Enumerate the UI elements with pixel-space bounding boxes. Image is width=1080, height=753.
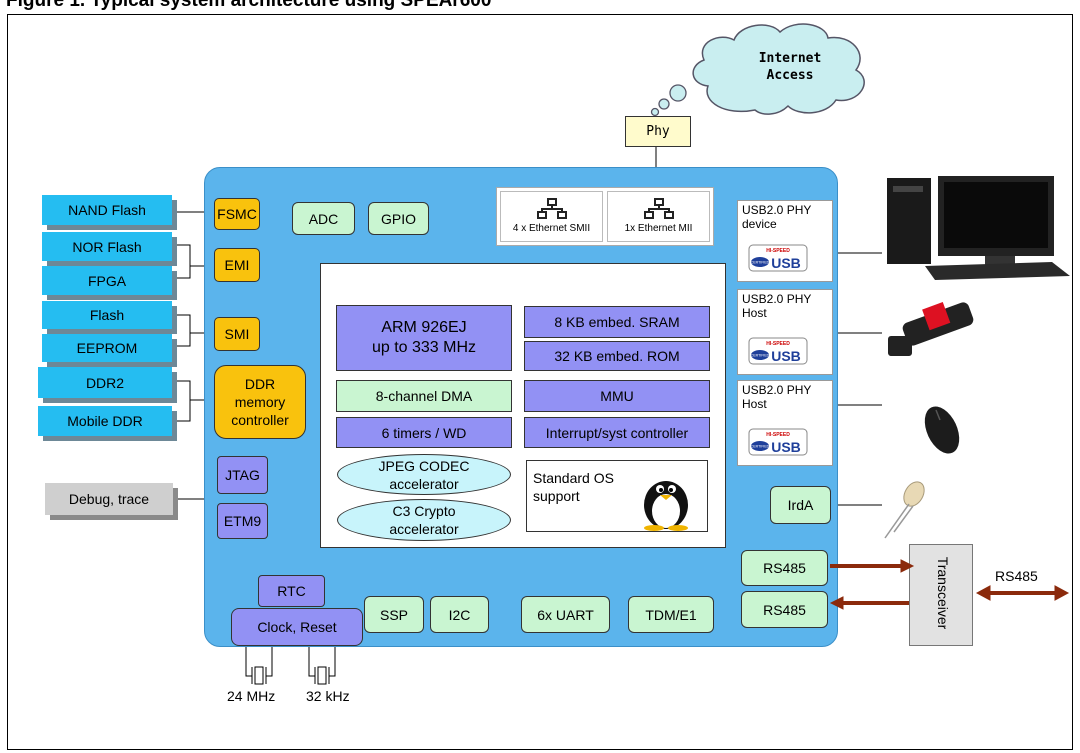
etm9-block: ETM9 xyxy=(217,503,268,539)
internet-cloud: Internet Access xyxy=(650,23,865,117)
svg-text:HI-SPEED: HI-SPEED xyxy=(766,432,790,438)
tdm-e1-block: TDM/E1 xyxy=(628,596,714,633)
jtag-block: JTAG xyxy=(217,456,268,494)
ir-led-icon xyxy=(884,481,925,539)
i2c-block: I2C xyxy=(430,596,489,633)
eeprom-box: EEPROM xyxy=(42,334,172,362)
fsmc-block: FSMC xyxy=(214,198,260,230)
transceiver-box xyxy=(909,544,973,646)
desktop-pc-icon xyxy=(887,176,1070,280)
nor-flash-box: NOR Flash xyxy=(42,232,172,261)
ethernet-mii: 1x Ethernet MII xyxy=(607,191,710,242)
svg-text:USB: USB xyxy=(771,439,801,455)
rs485-external-label: RS485 xyxy=(995,568,1038,584)
crystal-32khz-label: 32 kHz xyxy=(306,688,350,704)
smi-block: SMI xyxy=(214,317,260,351)
network-icon xyxy=(643,198,674,219)
timers-block: 6 timers / WD xyxy=(336,417,512,448)
crystal-24mhz-label: 24 MHz xyxy=(227,688,276,704)
ddr2-box: DDR2 xyxy=(38,367,172,398)
ssp-block: SSP xyxy=(364,596,424,633)
usb-stick-icon xyxy=(888,302,974,356)
mouse-icon xyxy=(924,406,960,454)
rom-block: 32 KB embed. ROM xyxy=(524,341,710,371)
nand-flash-box: NAND Flash xyxy=(42,195,172,225)
uart-block: 6x UART xyxy=(521,596,610,633)
mmu-block: MMU xyxy=(524,380,710,412)
svg-text:USB: USB xyxy=(771,348,801,364)
mobile-ddr-box: Mobile DDR xyxy=(38,406,172,436)
adc-block: ADC xyxy=(292,202,355,235)
svg-text:USB: USB xyxy=(771,255,801,271)
debug-trace-box: Debug, trace xyxy=(45,483,173,515)
sram-block: 8 KB embed. SRAM xyxy=(524,306,710,338)
dma-block: 8-channel DMA xyxy=(336,380,512,412)
network-icon xyxy=(536,198,567,219)
emi-block: EMI xyxy=(214,248,260,282)
svg-text:HI-SPEED: HI-SPEED xyxy=(766,341,790,347)
svg-text:CERTIFIED: CERTIFIED xyxy=(751,445,770,449)
linux-penguin-icon xyxy=(644,481,688,531)
irda-block: IrdA xyxy=(770,486,831,524)
svg-text:CERTIFIED: CERTIFIED xyxy=(751,261,770,265)
phy-box: Phy xyxy=(625,116,691,147)
svg-text:CERTIFIED: CERTIFIED xyxy=(751,354,770,358)
figure-title: Figure 1. Typical system architecture us… xyxy=(6,0,492,11)
cloud-label-2: Access xyxy=(767,68,814,83)
clock-reset-block: Clock, Reset xyxy=(231,608,363,646)
ethernet-smii: 4 x Ethernet SMII xyxy=(500,191,603,242)
interrupt-controller-block: Interrupt/syst controller xyxy=(524,417,710,448)
figure-frame xyxy=(7,14,1073,750)
gpio-block: GPIO xyxy=(368,202,429,235)
rs485-block-1: RS485 xyxy=(741,550,828,586)
flash-box: Flash xyxy=(42,301,172,329)
fpga-box: FPGA xyxy=(42,266,172,295)
ethernet-panel xyxy=(496,187,714,246)
rtc-block: RTC xyxy=(258,575,325,607)
cloud-label-1: Internet xyxy=(759,51,822,66)
svg-text:HI-SPEED: HI-SPEED xyxy=(766,248,790,254)
rs485-block-2: RS485 xyxy=(741,591,828,628)
